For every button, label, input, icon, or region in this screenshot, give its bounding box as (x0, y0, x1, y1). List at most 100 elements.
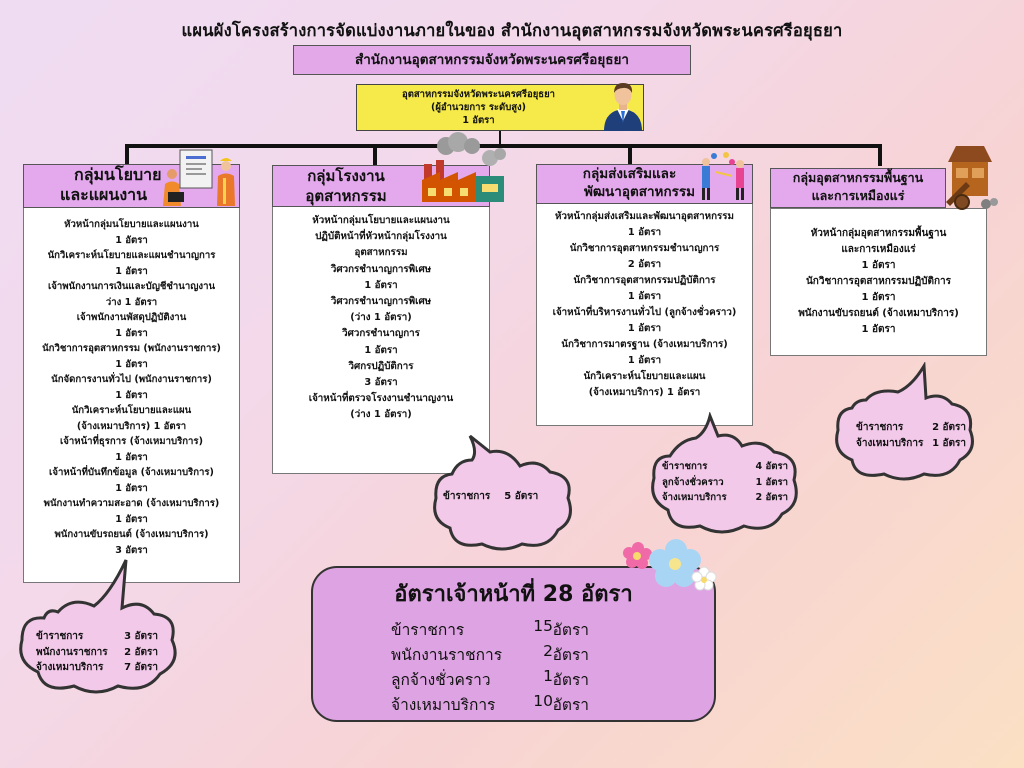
staff-line: เจ้าหน้าที่ธุรการ (จ้างเหมาบริการ) (60, 436, 203, 447)
group-title-line: กลุ่มนโยบาย (74, 165, 162, 184)
summary-value: 5 อัตรา (504, 491, 539, 502)
staff-line: วิศวกรชำนาญการพิเศษ (330, 296, 432, 308)
total-row-label: พนักงานราชการ (391, 646, 503, 664)
staff-line: พนักงานขับรถยนต์ (จ้างเหมาบริการ) (54, 529, 209, 540)
group-title-line: กลุ่มอุตสาหกรรมพื้นฐาน (792, 170, 924, 185)
staff-line: (จ้างเหมาบริการ) 1 อัตรา (76, 420, 187, 432)
staff-line: 1 อัตรา (115, 358, 148, 370)
summary-value: 3 อัตรา (124, 631, 158, 642)
total-row-unit: อัตรา (552, 621, 589, 639)
director-avatar-icon (604, 83, 642, 131)
group-mining-staff: หัวหน้ากลุ่มอุตสาหกรรมพื้นฐาน และการเหมื… (771, 209, 986, 338)
director-count: 1 อัตรา (462, 115, 495, 126)
group-mining-header: กลุ่มอุตสาหกรรมพื้นฐาน และการเหมืองแร่ (770, 168, 946, 208)
staff-line: พนักงานทำความสะอาด (จ้างเหมาบริการ) (43, 498, 220, 509)
staff-line: วิศวกรชำนาญการพิเศษ (330, 263, 432, 275)
flower-decoration-icon (623, 539, 717, 591)
summary-value: 1 อัตรา (755, 476, 788, 488)
summary-cloud-promotion (651, 412, 798, 534)
staff-line: (ว่าง 1 อัตรา) (350, 312, 412, 324)
total-row: ข้าราชการ 15 อัตรา (391, 617, 591, 641)
total-summary-title: อัตราเจ้าหน้าที่ 28 อัตรา (394, 582, 633, 607)
staff-line: นักวิเคราะห์นโยบายและแผน (583, 371, 706, 382)
director-title: อุตสาหกรรมจังหวัดพระนครศรีอยุธยา (402, 89, 555, 100)
group-factory-box: หัวหน้ากลุ่มนโยบายและแผนงาน ปฏิบัติหน้าท… (272, 204, 490, 474)
staff-line: นักวิเคราะห์นโยบายและแผน (71, 405, 192, 416)
staff-line: ปฏิบัติหน้าที่หัวหน้ากลุ่มโรงงาน (315, 231, 447, 243)
staff-line: นักวิชาการอุตสาหกรรมปฏิบัติการ (573, 275, 716, 286)
staff-line: 1 อัตรา (115, 513, 148, 525)
staff-line: 1 อัตรา (115, 389, 148, 401)
staff-line: 3 อัตรา (115, 544, 148, 556)
staff-line: เจ้าหน้าที่บริหารงานทั่วไป (ลูกจ้างชั่วค… (552, 307, 737, 318)
group-promotion-header: กลุ่มส่งเสริมและ พัฒนาอุตสาหกรรม (536, 164, 753, 204)
summary-value: 4 อัตรา (755, 461, 788, 472)
summary-label: ข้าราชการ (36, 631, 84, 642)
total-row-label: จ้างเหมาบริการ (391, 696, 496, 714)
connector-line (628, 144, 632, 166)
group-title-line: อุตสาหกรรม (305, 187, 387, 205)
staff-line: นักวิชาการอุตสาหกรรม (พนักงานราชการ) (42, 343, 221, 354)
summary-value: 7 อัตรา (124, 662, 158, 673)
summary-value: 2 อัตรา (932, 422, 966, 433)
staff-line: นักวิชาการมาตรฐาน (จ้างเหมาบริการ) (561, 339, 728, 350)
connector-line (125, 144, 129, 166)
group-factory-staff: หัวหน้ากลุ่มนโยบายและแผนงาน ปฏิบัติหน้าท… (273, 205, 489, 424)
total-row-count: 15 (533, 617, 553, 635)
director-box: อุตสาหกรรมจังหวัดพระนครศรีอยุธยา (ผู้อำน… (356, 83, 644, 131)
group-title-line: กลุ่มโรงงาน (307, 167, 385, 185)
staff-line: หัวหน้ากลุ่มอุตสาหกรรมพื้นฐาน (810, 228, 947, 239)
staff-line: 1 อัตรา (115, 451, 148, 463)
staff-line: อุตสาหกรรม (354, 247, 408, 259)
staff-line: (ว่าง 1 อัตรา) (350, 409, 412, 421)
staff-line: 1 อัตรา (627, 227, 662, 238)
director-level: (ผู้อำนวยการ ระดับสูง) (430, 102, 527, 113)
mining-machine-icon (946, 146, 998, 210)
staff-line: 1 อัตรา (115, 482, 148, 494)
total-summary-box: อัตราเจ้าหน้าที่ 28 อัตรา ข้าราชการ 15 อ… (311, 566, 716, 722)
connector-line (878, 144, 882, 166)
staff-line: 1 อัตรา (861, 260, 896, 271)
group-mining-box: หัวหน้ากลุ่มอุตสาหกรรมพื้นฐาน และการเหมื… (770, 208, 987, 356)
staff-line: 2 อัตรา (627, 259, 662, 270)
total-row: ลูกจ้างชั่วคราว 1 อัตรา (391, 667, 591, 691)
staff-line: เจ้าหน้าที่บันทึกข้อมูล (จ้างเหมาบริการ) (49, 467, 214, 478)
staff-line: 1 อัตรา (627, 355, 662, 366)
staff-line: 1 อัตรา (115, 327, 148, 339)
group-promotion-staff: หัวหน้ากลุ่มส่งเสริมและพัฒนาอุตสาหกรรม 1… (537, 204, 752, 401)
summary-label: ข้าราชการ (856, 422, 904, 433)
organization-header: สำนักงานอุตสาหกรรมจังหวัดพระนครศรีอยุธยา (293, 45, 691, 75)
staff-line: 1 อัตรา (115, 234, 148, 246)
staff-line: นักวิชาการอุตสาหกรรมชำนาญการ (569, 243, 720, 254)
summary-label: ลูกจ้างชั่วคราว (662, 476, 724, 488)
summary-cloud-factory (433, 434, 572, 551)
summary-cloud-factory-text: ข้าราชการ 5 อัตรา (443, 489, 553, 505)
staff-line: 1 อัตรา (364, 279, 398, 291)
summary-cloud-mining (835, 362, 974, 481)
staff-line: 1 อัตรา (115, 265, 148, 277)
connector-line (373, 144, 377, 166)
summary-label: จ้างเหมาบริการ (662, 492, 727, 503)
staff-line: นักวิเคราะห์นโยบายและแผนชำนาญการ (47, 250, 216, 261)
staff-line: ว่าง 1 อัตรา (105, 296, 158, 308)
total-row-label: ข้าราชการ (391, 621, 465, 639)
total-row-unit: อัตรา (552, 696, 589, 714)
staff-line: เจ้าหน้าที่ตรวจโรงงานชำนาญงาน (308, 393, 454, 405)
total-row-unit: อัตรา (552, 646, 589, 664)
staff-line: หัวหน้ากลุ่มนโยบายและแผนงาน (64, 219, 199, 230)
summary-label: จ้างเหมาบริการ (36, 662, 104, 673)
summary-value: 1 อัตรา (932, 437, 966, 449)
total-row: พนักงานราชการ 2 อัตรา (391, 642, 591, 666)
staff-line: นักจัดการงานทั่วไป (พนักงานราชการ) (51, 374, 212, 385)
summary-label: ข้าราชการ (443, 491, 491, 502)
group-promotion-box: หัวหน้ากลุ่มส่งเสริมและพัฒนาอุตสาหกรรม 1… (536, 203, 753, 426)
staff-line: พนักงานขับรถยนต์ (จ้างเหมาบริการ) (798, 308, 959, 319)
total-row-count: 2 (543, 642, 553, 660)
staff-line: หัวหน้ากลุ่มนโยบายและแผนงาน (312, 215, 450, 226)
factory-icon (422, 132, 506, 202)
team-promotion-icon (702, 152, 744, 200)
staff-line: เจ้าพนักงานพัสดุปฏิบัติงาน (76, 312, 187, 323)
